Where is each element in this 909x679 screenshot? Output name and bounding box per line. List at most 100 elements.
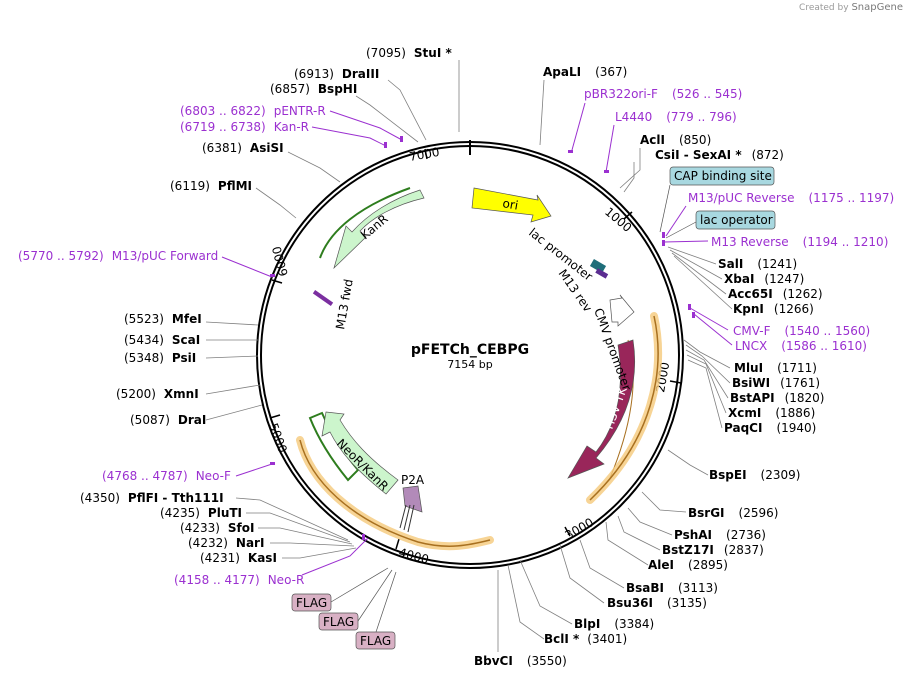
svg-text:XbaI(1247): XbaI(1247) [724, 272, 804, 286]
svg-text:(6381)AsiSI: (6381)AsiSI [202, 141, 284, 155]
neor-highlight [296, 436, 494, 551]
primer-range: (1194 .. 1210) [803, 235, 889, 249]
svg-text:Bsu36I(3135): Bsu36I(3135) [607, 596, 707, 610]
hsvtk-orf-line [589, 315, 659, 501]
enzyme-name: Acc65I [728, 287, 773, 301]
lac-operator-box [695, 210, 776, 230]
svg-text:CMV-F(1540 .. 1560): CMV-F(1540 .. 1560) [733, 324, 870, 338]
enzyme-pos: (6857) [270, 82, 310, 96]
enzyme-pos: (1940) [776, 421, 816, 435]
primer-range: (526 .. 545) [672, 87, 742, 101]
ori-arrow [471, 187, 552, 223]
primer-range: (1540 .. 1560) [784, 324, 870, 338]
enzyme-pos: (5434) [124, 333, 164, 347]
m13rev-block [595, 268, 609, 279]
enzyme-pos: (4232) [188, 536, 228, 550]
svg-text:(5523)MfeI: (5523)MfeI [124, 312, 202, 326]
svg-text:(4231)KasI: (4231)KasI [200, 551, 277, 565]
svg-text:(6119)PflMI: (6119)PflMI [170, 179, 252, 193]
enzyme-pos: (1711) [777, 361, 817, 375]
enzyme-name: StuI * [414, 46, 453, 60]
svg-text:(5770 .. 5792)M13/pUC Forward: (5770 .. 5792)M13/pUC Forward [18, 249, 218, 263]
enzyme-name: BsrGI [688, 506, 725, 520]
enzyme-pos: (1241) [757, 257, 797, 271]
primer-name: Neo-F [196, 469, 231, 483]
p2a-label: P2A [401, 473, 425, 487]
svg-text:(7095)StuI *: (7095)StuI * [366, 46, 452, 60]
enzyme-pos: (2837) [724, 543, 764, 557]
enzyme-name: BsaBI [626, 581, 664, 595]
enzyme-name: Bsu36I [607, 596, 653, 610]
svg-text:M13/pUC Reverse(1175 .. 1197): M13/pUC Reverse(1175 .. 1197) [688, 191, 894, 205]
snapgene-credit: Created by SnapGene [799, 2, 903, 13]
enzyme-name: CsiI - SexAI * [655, 148, 742, 162]
svg-text:BstAPI(1820): BstAPI(1820) [730, 391, 824, 405]
enzyme-name: SalI [718, 257, 743, 271]
enzyme-name: ScaI [172, 333, 200, 347]
svg-text:MluI(1711): MluI(1711) [734, 361, 817, 375]
flag-box-2 [318, 612, 359, 631]
primer-range: (6719 .. 6738) [180, 120, 266, 134]
enzyme-name: PflMI [218, 179, 252, 193]
svg-text:(6913)DraIII: (6913)DraIII [294, 67, 379, 81]
enzyme-name: BclI * [544, 632, 580, 646]
flag-box-3 [355, 631, 396, 650]
neor-label: NeoR/KanR [334, 436, 391, 493]
flag-tick-3 [407, 504, 415, 533]
enzyme-name: NarI [236, 536, 265, 550]
enzyme-pos: (3550) [527, 654, 567, 668]
enzyme-pos: (1761) [780, 376, 820, 390]
primer-range: (1586 .. 1610) [781, 339, 867, 353]
primer-name: M13/pUC Forward [112, 249, 219, 263]
enzyme-name: MfeI [172, 312, 202, 326]
plasmid-size: 7154 bp [447, 358, 492, 371]
primer-range: (6803 .. 6822) [180, 104, 266, 118]
cap-binding-site-label: CAP binding site [674, 169, 772, 183]
svg-text:(4768 .. 4787)Neo-F: (4768 .. 4787)Neo-F [102, 469, 231, 483]
svg-text:BsrGI(2596): BsrGI(2596) [688, 506, 778, 520]
enzyme-pos: (872) [752, 148, 784, 162]
svg-text:BsaBI(3113): BsaBI(3113) [626, 581, 718, 595]
svg-text:BspEI(2309): BspEI(2309) [709, 468, 800, 482]
tick-label-1000: 1000 [602, 205, 634, 235]
svg-text:XcmI(1886): XcmI(1886) [728, 406, 815, 420]
svg-text:(5200)XmnI: (5200)XmnI [116, 387, 199, 401]
enzyme-labels-right: ApaLI(367) AclI(850) CsiI - SexAI *(872)… [474, 65, 824, 668]
enzyme-name: BspHI [318, 82, 357, 96]
enzyme-name: BbvCI [474, 654, 513, 668]
snapgene-logo: SnapGene [851, 2, 903, 13]
cmv-promoter-arrow [609, 294, 635, 327]
svg-text:SalI(1241): SalI (1241) [718, 257, 797, 271]
enzyme-name: PshAI [674, 528, 712, 542]
enzyme-name: PflFI - Tth111I [128, 491, 224, 505]
svg-text:LNCX(1586 .. 1610): LNCX(1586 .. 1610) [735, 339, 867, 353]
primer-labels: (6803 .. 6822)pENTR-R (6719 .. 6738)Kan-… [18, 87, 894, 587]
neor-orf-line [299, 439, 491, 547]
enzyme-name: AleI [648, 558, 674, 572]
enzyme-pos: (367) [595, 65, 627, 79]
enzyme-pos: (1262) [783, 287, 823, 301]
svg-text:(6857)BspHI: (6857) BspHI [270, 82, 357, 96]
kanr-orf-line [319, 187, 411, 259]
enzyme-name: XcmI [728, 406, 761, 420]
svg-text:AleI(2895): AleI(2895) [648, 558, 728, 572]
svg-text:(4232)NarI: (4232) NarI [188, 536, 264, 550]
flag-label-2: FLAG [323, 615, 354, 629]
enzyme-pos: (5087) [130, 413, 170, 427]
primer-range: (1175 .. 1197) [809, 191, 895, 205]
hsvtk-arrow [567, 339, 636, 479]
enzyme-pos: (4235) [160, 506, 200, 520]
svg-text:KpnI(1266): KpnI(1266) [733, 302, 814, 316]
lac-promoter-block [589, 259, 607, 273]
svg-text:BstZ17I(2837): BstZ17I(2837) [662, 543, 764, 557]
primer-leaders [221, 102, 733, 576]
enzyme-pos: (4231) [200, 551, 240, 565]
enzyme-pos: (4350) [80, 491, 120, 505]
enzyme-name: PsiI [172, 351, 196, 365]
ori-label: ori [501, 196, 519, 212]
svg-text:(6719 .. 6738)Kan-R: (6719 .. 6738)Kan-R [180, 120, 309, 134]
flag-label-3: FLAG [360, 634, 391, 648]
svg-text:(4235)PluTI: (4235)PluTI [160, 506, 242, 520]
m13fwd-label: M13 fwd [333, 278, 356, 331]
